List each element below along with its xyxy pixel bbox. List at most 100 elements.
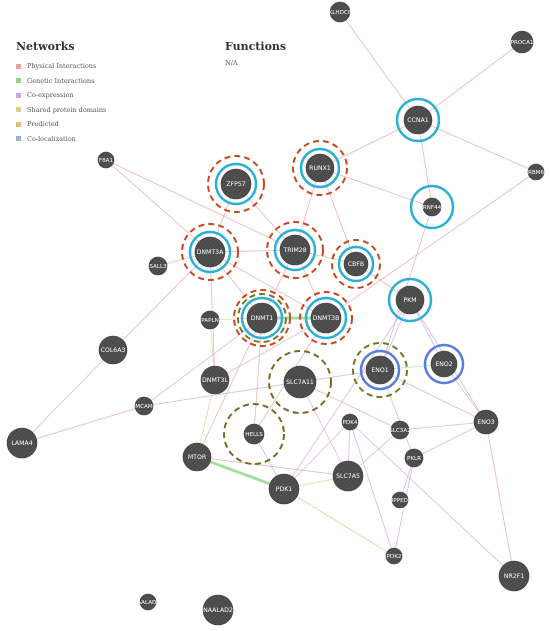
node-ENO1[interactable]: ENO1 bbox=[365, 355, 395, 385]
node-ZFP57[interactable]: ZFP57 bbox=[220, 168, 252, 200]
node-circle bbox=[200, 365, 230, 395]
node-DNMT1[interactable]: DNMT1 bbox=[246, 302, 278, 334]
node-SLC7A11[interactable]: SLC7A11 bbox=[283, 365, 317, 399]
ring-RUNX1-0 bbox=[299, 147, 341, 189]
legend-label: Predicted bbox=[27, 120, 59, 129]
node-MPPED1[interactable]: MPPED1 bbox=[389, 491, 412, 509]
node-NAALAD2[interactable]: NAALAD2 bbox=[202, 594, 234, 626]
edge-PDK1-PDK2 bbox=[283, 488, 395, 557]
node-CBFB[interactable]: CBFB bbox=[343, 251, 369, 277]
edge-F8A1-TRIM28 bbox=[105, 159, 296, 251]
networks-legend: Networks Physical Interactions Genetic I… bbox=[16, 40, 106, 146]
legend-label: Co-localization bbox=[27, 134, 76, 143]
node-label: PDK2 bbox=[387, 554, 402, 560]
node-DNMT3A[interactable]: DNMT3A bbox=[194, 236, 226, 268]
node-KLHDC8[interactable]: KLHDC8 bbox=[329, 1, 352, 23]
legend-item-coexpression[interactable]: Co-expression bbox=[16, 88, 106, 103]
legend-item-colocalization[interactable]: Co-localization bbox=[16, 132, 106, 147]
node-circle bbox=[134, 396, 154, 416]
node-SALL3[interactable]: SALL3 bbox=[148, 256, 168, 276]
node-circle bbox=[182, 442, 212, 472]
edge-MTOR-SLC7A5 bbox=[196, 456, 349, 477]
node-MCAM[interactable]: MCAM bbox=[134, 396, 154, 416]
node-label: NAALADL2 bbox=[133, 600, 163, 606]
ring-HELLS-0 bbox=[223, 403, 285, 465]
edges-layer bbox=[21, 11, 537, 577]
node-MTOR[interactable]: MTOR bbox=[182, 442, 212, 472]
ring-RNF44-0 bbox=[409, 184, 455, 230]
legend-swatch bbox=[16, 107, 21, 113]
node-label: HELLS bbox=[245, 432, 263, 438]
node-SLC7A5[interactable]: SLC7A5 bbox=[332, 460, 364, 492]
edge-MTOR-PDK1 bbox=[196, 455, 285, 491]
node-label: F8A1 bbox=[99, 158, 114, 164]
node-CCNA1[interactable]: CCNA1 bbox=[403, 105, 433, 135]
edge-CCNA1-RNF44 bbox=[417, 119, 433, 208]
ring-ENO1-1 bbox=[352, 342, 408, 398]
edge-MCAM-DNMT1 bbox=[143, 317, 263, 407]
node-label: PROCA1 bbox=[511, 40, 534, 46]
edge-PROCA1-CCNA1 bbox=[417, 41, 523, 121]
rings-layer bbox=[181, 97, 465, 465]
node-PAPLN[interactable]: PAPLN bbox=[200, 310, 220, 330]
node-circle bbox=[268, 473, 300, 505]
node-COL6A3[interactable]: COL6A3 bbox=[98, 335, 128, 365]
node-PROCA1[interactable]: PROCA1 bbox=[510, 30, 534, 54]
node-circle bbox=[279, 234, 311, 266]
ring-DNMT1-1 bbox=[233, 289, 291, 347]
node-PDK4[interactable]: PDK4 bbox=[341, 413, 359, 431]
node-RNF44[interactable]: RNF44 bbox=[422, 197, 442, 217]
legend-label: Physical Interactions bbox=[27, 62, 97, 71]
node-label: PDK1 bbox=[276, 486, 293, 493]
node-label: LAMA4 bbox=[11, 440, 32, 447]
ring-DNMT3A-0 bbox=[188, 230, 232, 274]
legend-item-predicted[interactable]: Predicted bbox=[16, 117, 106, 132]
node-circle bbox=[343, 251, 369, 277]
legend-swatch bbox=[16, 121, 21, 127]
node-circle bbox=[395, 285, 425, 315]
functions-value: N/A bbox=[225, 59, 238, 67]
edge-NR2F1-ENO3 bbox=[485, 421, 515, 577]
node-circle bbox=[310, 302, 342, 334]
node-LAMA4[interactable]: LAMA4 bbox=[6, 427, 38, 459]
node-circle bbox=[139, 593, 157, 611]
edge-MCAM-SLC7A11 bbox=[143, 381, 301, 407]
node-ENO3[interactable]: ENO3 bbox=[473, 409, 499, 435]
node-ENO2[interactable]: ENO2 bbox=[430, 350, 458, 378]
node-circle bbox=[510, 30, 534, 54]
ring-CCNA1-0 bbox=[395, 97, 441, 143]
edge-F8A1-DNMT3A bbox=[105, 159, 211, 253]
node-NR2F1[interactable]: NR2F1 bbox=[498, 560, 530, 592]
node-PDK2[interactable]: PDK2 bbox=[385, 547, 403, 565]
node-label: CCNA1 bbox=[407, 117, 429, 124]
node-SLC3A2[interactable]: SLC3A2 bbox=[389, 420, 411, 440]
node-DNMT3B[interactable]: DNMT3B bbox=[310, 302, 342, 334]
legend-item-shared-domains[interactable]: Shared protein domains bbox=[16, 103, 106, 118]
node-F8A1[interactable]: F8A1 bbox=[97, 151, 115, 169]
ring-CBFB-1 bbox=[331, 239, 381, 289]
edge-SLC3A2-ENO3 bbox=[399, 421, 487, 431]
edge-ENO3-PKLR bbox=[413, 421, 487, 459]
ring-SLC7A11-0 bbox=[268, 350, 332, 414]
node-RBM6[interactable]: RBM6 bbox=[527, 163, 545, 181]
node-PKLR[interactable]: PKLR bbox=[404, 448, 424, 468]
node-PKM[interactable]: PKM bbox=[395, 285, 425, 315]
legend-item-genetic[interactable]: Genetic Interactions bbox=[16, 74, 106, 89]
edge-DNMT1-HELLS bbox=[253, 317, 263, 435]
ring-DNMT3B-0 bbox=[304, 296, 348, 340]
ring-ENO1-0 bbox=[359, 349, 401, 391]
node-circle bbox=[6, 427, 38, 459]
legend-item-physical[interactable]: Physical Interactions bbox=[16, 59, 106, 74]
node-HELLS[interactable]: HELLS bbox=[243, 423, 265, 445]
node-circle bbox=[403, 105, 433, 135]
node-circle bbox=[527, 163, 545, 181]
node-NAALADL2[interactable]: NAALADL2 bbox=[133, 593, 163, 611]
node-TRIM28[interactable]: TRIM28 bbox=[279, 234, 311, 266]
node-DNMT3L[interactable]: DNMT3L bbox=[200, 365, 230, 395]
legend-title: Networks bbox=[16, 40, 75, 53]
ring-TRIM28-0 bbox=[273, 228, 317, 272]
node-PDK1[interactable]: PDK1 bbox=[268, 473, 300, 505]
node-RUNX1[interactable]: RUNX1 bbox=[305, 153, 335, 183]
node-label: RBM6 bbox=[528, 170, 545, 176]
